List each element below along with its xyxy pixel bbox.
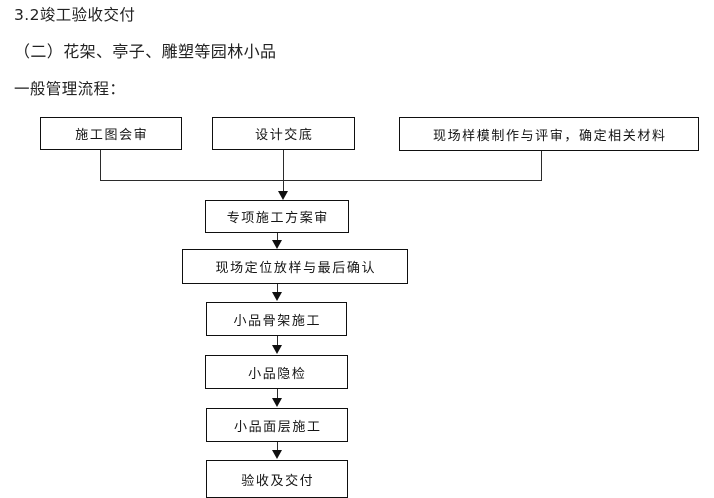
- flow-node-ornament-concealed-inspection[interactable]: 小品隐检: [205, 355, 348, 389]
- connector-spine-to-onsite-setout: [277, 233, 279, 241]
- flow-node-onsite-setout-final-confirmation[interactable]: 现场定位放样与最后确认: [182, 249, 408, 284]
- arrow-head-icon-to-frame-construction: [272, 292, 282, 301]
- flow-node-acceptance-and-handover[interactable]: 验收及交付: [206, 460, 348, 498]
- connector-merge-bar: [100, 180, 542, 182]
- connector-spine-to-acceptance-handover: [277, 442, 279, 451]
- flow-node-ornament-frame-construction[interactable]: 小品骨架施工: [206, 302, 347, 336]
- arrow-head-icon-to-onsite-setout: [272, 240, 282, 249]
- flow-node-construction-drawing-review[interactable]: 施工图会审: [40, 117, 182, 150]
- connector-spine-to-special-plan-review: [283, 180, 285, 192]
- connector-spine-to-surface-construction: [277, 389, 279, 399]
- arrow-head-icon-to-special-plan-review: [278, 191, 288, 200]
- flow-node-onsite-mockup-review[interactable]: 现场样模制作与评审，确定相关材料: [399, 117, 699, 151]
- flow-node-ornament-surface-construction[interactable]: 小品面层施工: [206, 408, 348, 442]
- connector-drop-design-disclosure: [283, 150, 285, 181]
- arrow-head-icon-to-concealed-inspection: [272, 345, 282, 354]
- flow-node-design-disclosure[interactable]: 设计交底: [212, 117, 355, 150]
- section-number-heading: 3.2竣工验收交付: [14, 6, 136, 24]
- process-label-heading: 一般管理流程：: [14, 80, 126, 98]
- arrow-head-icon-to-surface-construction: [272, 398, 282, 407]
- connector-drop-construction-drawing-review: [100, 150, 102, 181]
- connector-drop-onsite-mockup-review: [541, 151, 543, 181]
- connector-spine-to-frame-construction: [277, 284, 279, 293]
- arrow-head-icon-to-acceptance-handover: [272, 450, 282, 459]
- flow-node-special-construction-plan-review[interactable]: 专项施工方案审: [205, 200, 349, 233]
- connector-spine-to-concealed-inspection: [277, 336, 279, 346]
- subsection-heading: （二）花架、亭子、雕塑等园林小品: [14, 42, 277, 61]
